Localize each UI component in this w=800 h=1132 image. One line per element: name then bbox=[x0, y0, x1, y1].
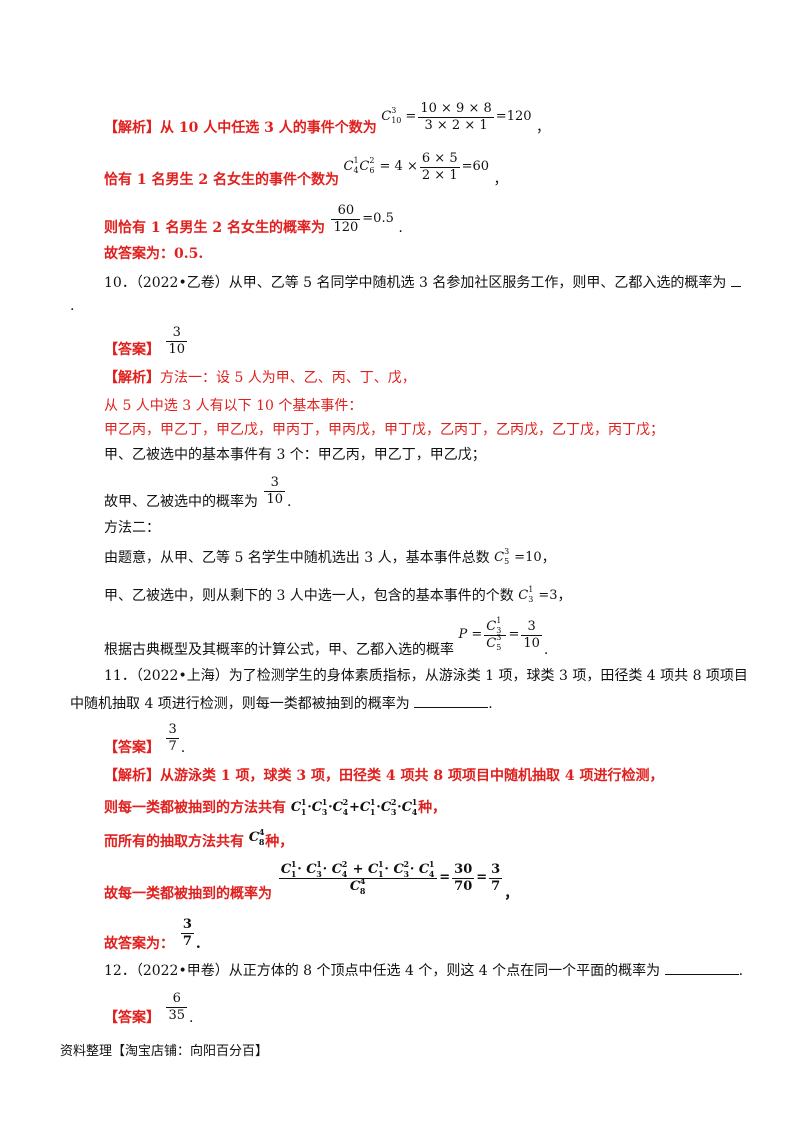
answer-tag: 【答案】 bbox=[104, 740, 160, 756]
footer-source: 资料整理【淘宝店铺：向阳百分百】 bbox=[60, 1044, 269, 1059]
answer-blank bbox=[730, 272, 741, 287]
answer-tag: 【答案】 bbox=[104, 342, 160, 358]
q11-stem-2: 中随机抽取 4 项进行检测，则每一类都被抽到的概率为 . bbox=[70, 693, 493, 714]
answer-blank bbox=[414, 693, 489, 708]
analysis-tag: 【解析】 bbox=[104, 370, 160, 386]
q10-analysis-1: 【解析】方法一：设 5 人为甲、乙、丙、丁、戊， bbox=[104, 370, 416, 386]
q12-stem: 12．（2022•甲卷）从正方体的 8 个顶点中任选 4 个，则这 4 个点在同… bbox=[104, 960, 743, 981]
p9-conclusion: 故答案为：0.5. bbox=[104, 246, 204, 262]
q10-analysis-3: 甲乙丙，甲乙丁，甲乙戊，甲丙丁，甲丙戊，甲丁戊，乙丙丁，乙丙戊，乙丁戊，丙丁戊； bbox=[104, 422, 664, 438]
q10-stem: 10．（2022•乙卷）从甲、乙等 5 名同学中随机选 3 名参加社区服务工作，… bbox=[104, 272, 741, 293]
q11-analysis-1: 【解析】从游泳类 1 项，球类 3 项，田径类 4 项共 8 项项目中随机抽取 … bbox=[104, 768, 664, 784]
analysis-tag: 【解析】 bbox=[104, 768, 160, 784]
analysis-tag: 【解析】 bbox=[104, 120, 160, 136]
answer-blank bbox=[664, 960, 739, 975]
q10-stem-tail: . bbox=[70, 298, 75, 314]
answer-tag: 【答案】 bbox=[104, 1010, 160, 1026]
q10-analysis-2: 从 5 人中选 3 人有以下 10 个基本事件： bbox=[104, 398, 363, 414]
q10-method-2: 方法二： bbox=[104, 520, 160, 536]
q11-stem-1: 11．（2022•上海）为了检测学生的身体素质指标，从游泳类 1 项，球类 3 … bbox=[104, 668, 748, 684]
q10-analysis-4: 甲、乙被选中的基本事件有 3 个：甲乙丙，甲乙丁，甲乙戊； bbox=[104, 447, 486, 463]
